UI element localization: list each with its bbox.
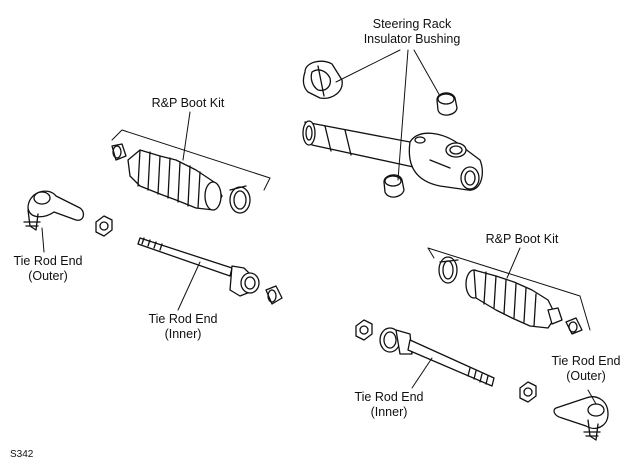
label-tie-rod-inner-right: Tie Rod End (Inner) — [344, 390, 434, 420]
label-line: (Inner) — [370, 405, 408, 419]
tie-rod-outer-right-icon — [553, 396, 609, 441]
bushing-small-icon — [436, 92, 458, 116]
label-line: Insulator Bushing — [363, 32, 461, 46]
label-steering-rack-bushing: Steering Rack Insulator Bushing — [352, 17, 472, 47]
boot-clamp-large-right-icon — [438, 256, 459, 284]
tie-rod-inner-left-icon — [137, 237, 260, 297]
bushing-leader-lines — [335, 49, 441, 181]
tie-rod-inner-right-icon — [379, 327, 495, 387]
boot-kit-right-bracket — [427, 247, 591, 331]
bushing-lower-icon — [383, 174, 405, 198]
boot-clamp-small-left-icon — [111, 143, 127, 161]
tie-rod-outer-left-icon — [23, 190, 85, 231]
lock-washer-right-icon — [565, 317, 583, 335]
label-line: R&P Boot Kit — [485, 232, 559, 246]
steering-rack-housing — [302, 120, 483, 191]
rack-boot-right-icon — [465, 269, 557, 329]
label-line: Tie Rod End — [551, 354, 621, 368]
lock-washer-left-icon — [265, 285, 283, 305]
label-line: (Outer) — [28, 269, 68, 283]
label-boot-kit-left: R&P Boot Kit — [138, 96, 238, 111]
label-line: (Inner) — [164, 327, 202, 341]
rack-boot-left-icon — [127, 149, 223, 211]
tie-rod-leader-lines — [41, 227, 597, 405]
label-line: (Outer) — [566, 369, 606, 383]
jam-nut-right-icon — [519, 381, 537, 403]
boot-clamp-small-right-icon — [547, 307, 563, 325]
label-tie-rod-outer-right: Tie Rod End (Outer) — [546, 354, 626, 384]
label-boot-kit-right: R&P Boot Kit — [472, 232, 572, 247]
label-line: R&P Boot Kit — [151, 96, 225, 110]
label-line: Tie Rod End — [354, 390, 424, 404]
label-tie-rod-outer-left: Tie Rod End (Outer) — [8, 254, 88, 284]
bushing-large-icon — [302, 60, 343, 99]
figure-code: S342 — [10, 449, 34, 460]
label-line: Tie Rod End — [13, 254, 83, 268]
jam-nut-left-icon — [95, 215, 113, 237]
boot-clamp-large-left-icon — [229, 185, 251, 214]
label-line: Tie Rod End — [148, 312, 218, 326]
boot-kit-left-bracket — [111, 111, 271, 191]
jam-nut-right-top-icon — [355, 319, 373, 341]
label-line: Steering Rack — [372, 17, 452, 31]
label-tie-rod-inner-left: Tie Rod End (Inner) — [138, 312, 228, 342]
